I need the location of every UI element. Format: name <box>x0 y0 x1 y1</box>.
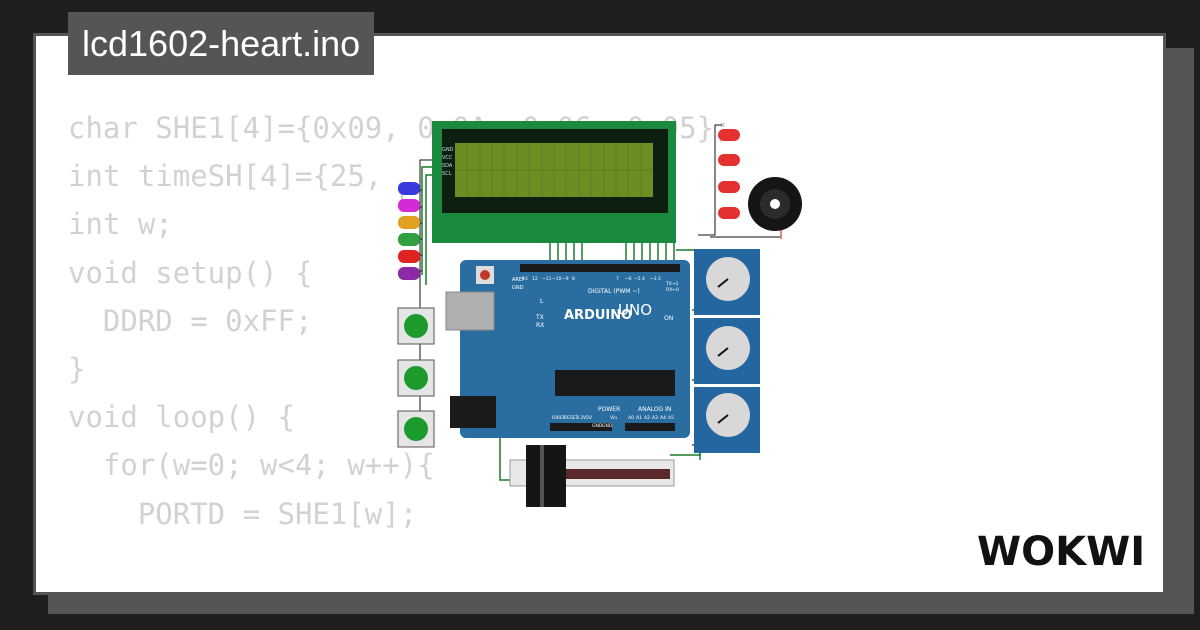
analog-label: ANALOG IN <box>638 406 671 413</box>
led-orange <box>398 216 420 229</box>
lcd-pin-label: SDA <box>442 163 453 169</box>
digital-pin-label: ~3 <box>650 276 657 282</box>
led-green <box>398 233 420 246</box>
code-line: int w; <box>68 207 173 242</box>
led-blue <box>398 182 420 201</box>
digital-pin-label: 12 <box>532 276 538 282</box>
led-magenta <box>398 199 420 212</box>
digital-pin-label: 4 <box>642 276 645 282</box>
digital-label: DIGITAL (PWM ~) <box>588 288 640 295</box>
power-pin-label: 3.3V <box>576 415 587 421</box>
power-pin-label: Vin <box>610 415 617 421</box>
digital-pin-label: ~5 <box>634 276 641 282</box>
lcd-pin-label: SCL <box>442 171 452 177</box>
digital-pin-label: 7 <box>616 276 619 282</box>
led-purple <box>398 267 420 280</box>
tx-label: TX <box>535 314 544 321</box>
code-preview: char SHE1[4]={0x09, 0x0A, 0x06, 0x05}; in… <box>68 104 731 538</box>
digital-pin-label: ~10 <box>552 276 562 282</box>
code-line: for(w=0; w<4; w++){ <box>68 448 435 483</box>
power-jack <box>450 396 496 428</box>
usb-port <box>445 291 495 331</box>
analog-pin-label: A2 <box>644 415 650 421</box>
svg-text:WOKWI: WOKWI <box>977 529 1145 575</box>
digital-pin-label: RX←0 <box>666 287 679 293</box>
led-strip-left <box>398 182 420 280</box>
push-button[interactable] <box>397 359 435 397</box>
code-line: void loop() { <box>68 400 295 435</box>
push-button[interactable] <box>397 307 435 345</box>
project-title: lcd1602-heart.ino <box>68 12 375 75</box>
board-model: UNO <box>618 301 652 319</box>
analog-pin-label: A0 <box>628 415 634 421</box>
buzzer <box>748 177 802 231</box>
circuit-diagram: GND VCC SDA SCL <box>397 121 802 507</box>
analog-pin-label: A4 <box>660 415 666 421</box>
code-line: char SHE1[4]={0x09, 0x0A, 0x06, 0x05}; <box>68 111 732 145</box>
led-strip-right <box>718 129 740 219</box>
power-pin-label: IOREF <box>552 415 566 421</box>
aref-label: AREF <box>512 277 525 283</box>
arduino-uno-board: ARDUINO UNO DIGITAL (PWM ~) POWER ANALOG… <box>445 260 690 438</box>
power-pin-label: 5V <box>586 415 593 421</box>
analog-pin-label: A1 <box>636 415 642 421</box>
digital-pin-label: ~9 <box>562 276 569 282</box>
power-pin-label: GND <box>602 423 613 429</box>
potentiometer[interactable] <box>694 318 760 384</box>
code-line: PORTD = SHE1[w]; <box>68 496 418 531</box>
slide-potentiometer[interactable] <box>509 445 675 507</box>
on-label: ON <box>664 315 673 322</box>
lcd1602-display: GND VCC SDA SCL <box>432 121 676 243</box>
atmega-chip <box>555 370 675 396</box>
l-label: L <box>540 298 544 305</box>
code-line: int timeSH[4]={25, <box>68 159 383 194</box>
lcd-pin-label: GND <box>442 147 454 153</box>
code-line: } <box>68 352 86 387</box>
analog-pin-label: A5 <box>668 415 674 421</box>
power-pin-label: RESET <box>564 415 579 421</box>
gnd-label: GND <box>512 285 524 291</box>
power-pin-label: GND <box>592 423 603 429</box>
digital-pin-label: ~11 <box>542 276 552 282</box>
led-red <box>398 250 420 263</box>
digital-pin-label: 13 <box>522 276 528 282</box>
code-line: void setup() { <box>68 255 313 290</box>
digital-pin-label: ~6 <box>625 276 632 282</box>
digital-pin-label: TX→1 <box>665 281 679 287</box>
lcd-pin-label: VCC <box>442 155 453 161</box>
code-line: DDRD = 0xFF; <box>68 303 313 338</box>
potentiometer[interactable] <box>694 249 760 315</box>
digital-pin-label: 2 <box>658 276 661 282</box>
digital-pin-label: 8 <box>572 276 575 282</box>
wokwi-logo: WOKWI <box>977 529 1145 575</box>
analog-pin-label: A3 <box>652 415 658 421</box>
rx-label: RX <box>536 322 544 329</box>
potentiometer[interactable] <box>694 387 760 453</box>
push-button[interactable] <box>397 410 435 448</box>
power-label: POWER <box>598 406 620 413</box>
arduino-logo: ARDUINO <box>564 308 632 323</box>
